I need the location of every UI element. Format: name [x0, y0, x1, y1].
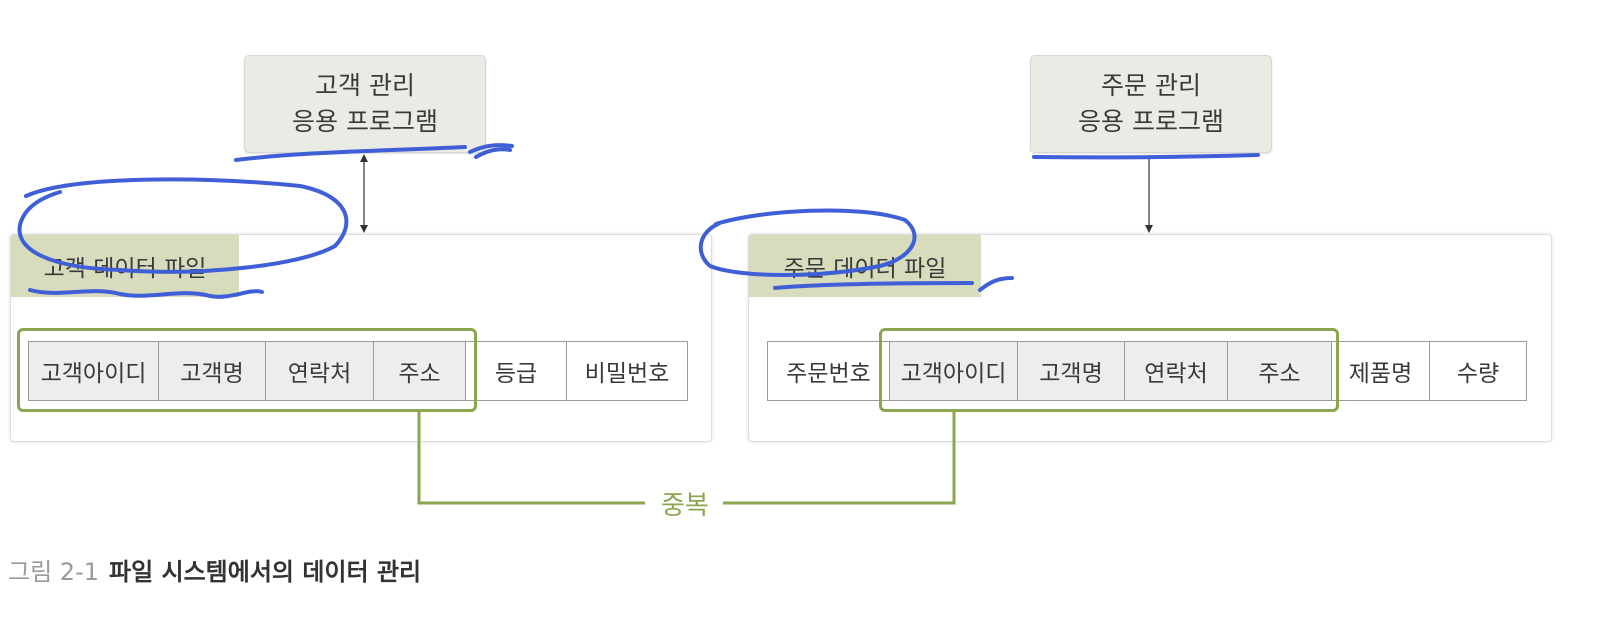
customer-file-title: 고객 데이터 파일	[11, 235, 239, 297]
order-field-cell: 고객아이디	[890, 342, 1018, 400]
order-duplicate-highlight	[879, 328, 1339, 412]
order-field-cell: 제품명	[1332, 342, 1430, 400]
order-field-row: 주문번호 고객아이디 고객명 연락처 주소 제품명 수량	[767, 341, 1527, 401]
caption-number: 그림 2-1	[8, 558, 99, 586]
order-field-cell: 고객명	[1018, 342, 1125, 400]
customer-field-cell: 고객명	[159, 342, 266, 400]
customer-field-row: 고객아이디 고객명 연락처 주소 등급 비밀번호	[28, 341, 688, 401]
order-field-cell: 주문번호	[768, 342, 890, 400]
customer-field-cell: 주소	[374, 342, 466, 400]
figure-caption: 그림 2-1 파일 시스템에서의 데이터 관리	[8, 552, 421, 587]
customer-field-cell: 고객아이디	[29, 342, 159, 400]
order-field-cell: 수량	[1430, 342, 1526, 400]
customer-field-cell: 비밀번호	[567, 342, 687, 400]
customer-field-cell: 등급	[466, 342, 567, 400]
customer-app-box: 고객 관리 응용 프로그램	[244, 55, 486, 153]
customer-app-line2: 응용 프로그램	[292, 107, 438, 136]
duplicate-label: 중복	[655, 485, 715, 522]
order-app-line2: 응용 프로그램	[1078, 107, 1224, 136]
order-field-cell: 연락처	[1125, 342, 1228, 400]
order-file-title: 주문 데이터 파일	[749, 235, 981, 297]
customer-duplicate-highlight	[17, 328, 477, 412]
caption-text: 파일 시스템에서의 데이터 관리	[109, 558, 422, 586]
customer-app-line1: 고객 관리	[315, 71, 415, 100]
order-app-line1: 주문 관리	[1101, 71, 1201, 100]
customer-field-cell: 연락처	[266, 342, 374, 400]
order-field-cell: 주소	[1228, 342, 1332, 400]
order-app-box: 주문 관리 응용 프로그램	[1030, 55, 1272, 153]
